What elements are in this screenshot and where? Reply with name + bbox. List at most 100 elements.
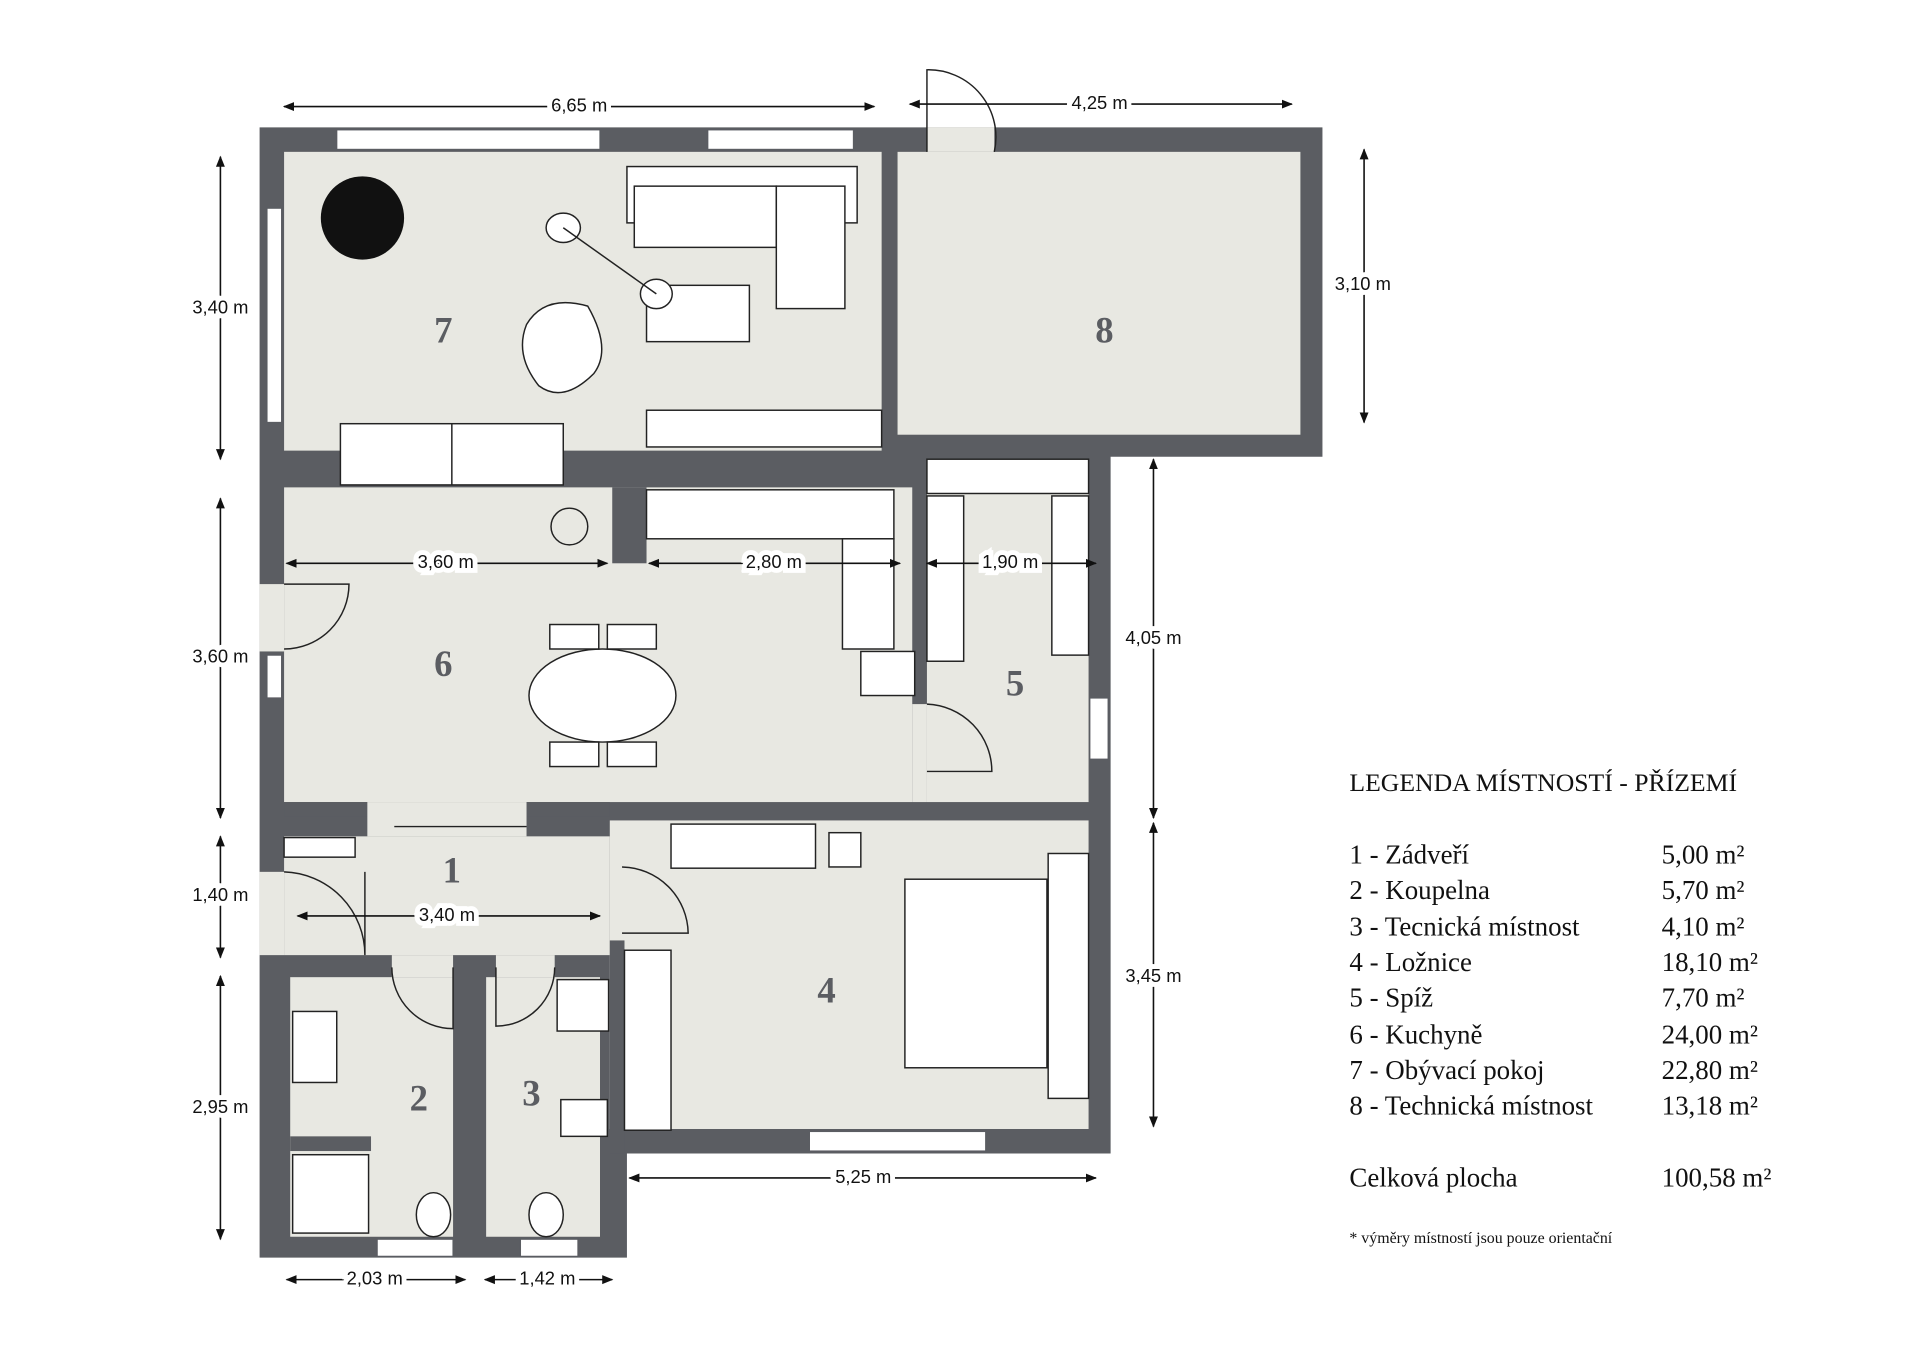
legend-room-area: 18,10 m² (1662, 947, 1758, 977)
dimension-right-room5: 4,05 m (1121, 458, 1186, 820)
dimension-left-room6: 3,60 m (187, 497, 253, 820)
room-number-2: 2 (410, 1077, 428, 1118)
tv-cabinet (645, 409, 883, 448)
dresser (670, 823, 817, 869)
shoe-cabinet (283, 836, 356, 858)
room-8-floor (897, 151, 1301, 435)
boiler (556, 978, 610, 1032)
svg-text:3,40 m: 3,40 m (419, 904, 475, 925)
dimension-room6-width: 3,60 m (285, 546, 609, 577)
room-number-3: 3 (522, 1073, 540, 1114)
entry-door-opening (926, 127, 995, 152)
legend-room-area: 13,18 m² (1662, 1090, 1758, 1120)
kitchen-counter (645, 489, 895, 540)
toilet (528, 1191, 564, 1238)
room-number-4: 4 (817, 970, 835, 1011)
dimension-right-room8: 3,10 m (1330, 148, 1396, 424)
room-legend: LEGENDA MÍSTNOSTÍ - PŘÍZEMÍ 1 - Zádveří … (1349, 768, 1771, 1247)
fridge (860, 650, 916, 697)
legend-room-area: 24,00 m² (1662, 1019, 1758, 1049)
legend-room-label: 2 - Koupelna (1349, 875, 1490, 905)
door-opening (391, 955, 454, 978)
window (376, 1238, 454, 1257)
door-opening (259, 871, 285, 956)
floor-lamp (545, 212, 582, 244)
svg-text:1,40 m: 1,40 m (192, 884, 248, 905)
legend-total-label: Celková plocha (1349, 1163, 1517, 1193)
legend-room-label: 4 - Ložnice (1349, 947, 1472, 977)
bench (1047, 852, 1090, 1100)
svg-text:5,25 m: 5,25 m (835, 1166, 891, 1187)
svg-text:4,05 m: 4,05 m (1125, 627, 1181, 648)
dimension-room5-width: 1,90 m (925, 546, 1098, 577)
svg-text:2,80 m: 2,80 m (746, 551, 802, 572)
room-number-7: 7 (434, 310, 452, 351)
window (336, 129, 601, 151)
legend-room-label: 5 - Spíž (1349, 983, 1433, 1013)
nightstand (828, 831, 862, 868)
dimension-left-room2: 2,95 m (187, 974, 253, 1241)
toilet (415, 1191, 452, 1238)
legend-room-label: 8 - Technická místnost (1349, 1090, 1593, 1120)
plant-small-icon (550, 507, 589, 546)
door-swing (926, 69, 997, 153)
legend-room-label: 7 - Obývací pokoj (1349, 1055, 1544, 1085)
window (519, 1238, 579, 1257)
door-swing (622, 866, 689, 934)
svg-text:3,10 m: 3,10 m (1335, 273, 1391, 294)
dimension-right-room4: 3,45 m (1121, 821, 1186, 1128)
dimension-room4-width: 5,25 m (628, 1161, 1098, 1192)
wall-2-storage (290, 1136, 372, 1152)
sofa-seat (633, 185, 778, 249)
door-opening (259, 584, 285, 652)
svg-text:3,60 m: 3,60 m (418, 551, 474, 572)
window (808, 1130, 987, 1152)
dimension-room2-width: 2,03 m (285, 1263, 467, 1293)
svg-text:2,03 m: 2,03 m (347, 1267, 403, 1288)
door-swing (495, 967, 556, 1027)
washing-machine (560, 1098, 609, 1138)
svg-text:2,95 m: 2,95 m (192, 1096, 248, 1117)
chair (606, 741, 658, 768)
wardrobe (623, 949, 672, 1131)
legend-title: LEGENDA MÍSTNOSTÍ - PŘÍZEMÍ (1349, 768, 1737, 797)
door-swing (391, 967, 454, 1030)
kitchen-counter-side (841, 538, 895, 650)
room-number-8: 8 (1095, 310, 1113, 351)
sofa-chaise (775, 185, 846, 310)
dimension-top-right: 4,25 m (908, 87, 1293, 118)
wall-kitchen-stub (612, 487, 647, 564)
chair (549, 741, 600, 768)
shelf (926, 458, 1090, 495)
armchair (521, 302, 603, 394)
plant-icon (320, 176, 405, 260)
svg-text:3,45 m: 3,45 m (1125, 965, 1181, 986)
legend-room-label: 6 - Kuchyně (1349, 1019, 1482, 1049)
legend-total-value: 100,58 m² (1662, 1163, 1772, 1193)
door-swing (284, 583, 350, 650)
bed (904, 878, 1048, 1069)
legend-room-area: 4,10 m² (1662, 912, 1745, 942)
shelf (1051, 495, 1090, 656)
dining-table (528, 648, 677, 743)
lamp-arm (562, 227, 657, 295)
shower (291, 1153, 370, 1234)
legend-room-label: 3 - Tecnická místnost (1349, 912, 1580, 942)
legend-room-area: 22,80 m² (1662, 1055, 1758, 1085)
legend-room-label: 1 - Zádveří (1349, 839, 1469, 869)
svg-text:6,65 m: 6,65 m (551, 94, 607, 115)
svg-text:3,60 m: 3,60 m (192, 645, 248, 666)
svg-text:1,42 m: 1,42 m (519, 1267, 575, 1288)
dimension-left-room1: 1,40 m (187, 835, 253, 959)
chair (549, 623, 600, 650)
chair (606, 623, 658, 650)
svg-text:1,90 m: 1,90 m (982, 551, 1038, 572)
sink (291, 1010, 338, 1084)
dimension-room1-width: 3,40 m (296, 899, 602, 930)
door-opening (495, 955, 555, 978)
svg-text:3,40 m: 3,40 m (192, 296, 248, 317)
room-number-6: 6 (434, 643, 452, 684)
window (707, 129, 855, 151)
wall-1-4 (609, 940, 625, 1154)
